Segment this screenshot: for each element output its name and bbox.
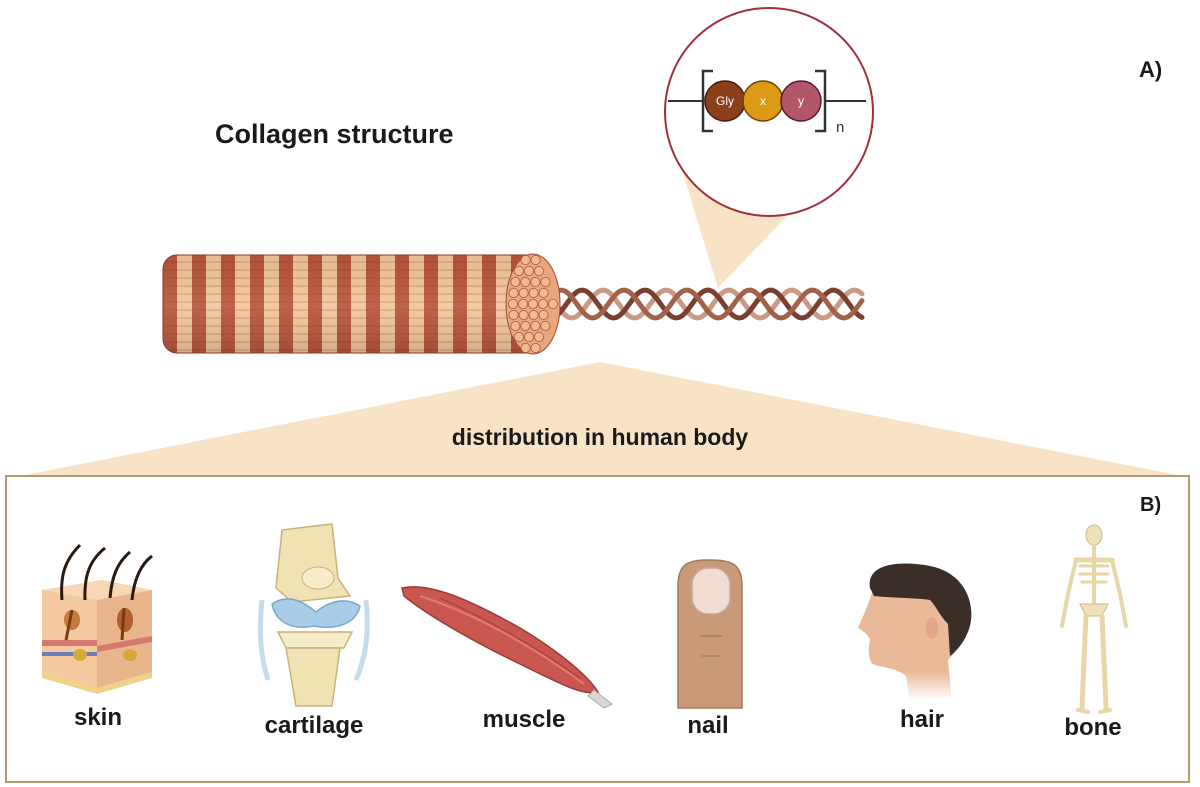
fibril-cross-section xyxy=(524,265,535,276)
fibril-cross-section xyxy=(508,287,519,298)
finger-nail-icon xyxy=(677,559,743,709)
fibril-cross-section xyxy=(508,309,519,320)
fibril-cross-section xyxy=(510,276,521,287)
fibril-cross-section xyxy=(540,276,551,287)
fibril-cross-section xyxy=(518,298,529,309)
residue-y-label: y xyxy=(798,94,804,108)
helix-strand xyxy=(553,287,865,321)
fibril-cross-section xyxy=(530,320,541,331)
fibril-cross-section xyxy=(507,298,518,309)
residue-x-label: x xyxy=(760,94,766,108)
fibril-cross-section xyxy=(538,287,549,298)
skin-icon xyxy=(42,543,153,694)
fibril-cross-section xyxy=(518,309,529,320)
fibril-cross-section xyxy=(528,287,539,298)
fibril-cross-section xyxy=(520,320,531,331)
fibril-cross-section xyxy=(538,298,549,309)
tissue-label-hair: hair xyxy=(899,706,944,733)
triple-helix xyxy=(553,287,865,321)
fibril-cross-section xyxy=(530,342,541,353)
panel-a-label: A) xyxy=(1139,57,1163,82)
diagram-title: Collagen structure xyxy=(215,119,454,149)
residue-y xyxy=(780,80,822,122)
fibril-cross-section xyxy=(548,298,559,309)
knee-joint-icon xyxy=(257,523,370,707)
fibril-cross-section xyxy=(540,320,551,331)
fibril-cross-section xyxy=(514,331,525,342)
tissue-label-bone: bone xyxy=(1064,714,1122,741)
fibril-cross-section xyxy=(530,254,541,265)
fibril-cross-section xyxy=(528,309,539,320)
fibril-cross-section xyxy=(534,265,545,276)
tissue-label-skin: skin xyxy=(73,704,123,731)
helix-strand xyxy=(553,287,865,321)
skeleton-icon xyxy=(1060,524,1128,714)
fibril-cross-section xyxy=(524,331,535,342)
tissue-panel-box xyxy=(5,475,1190,783)
fibril-cross-section xyxy=(518,287,529,298)
residue-gly-label: Gly xyxy=(716,94,734,108)
fibril-cross-section xyxy=(530,276,541,287)
repeat-subscript: n xyxy=(836,119,845,136)
fibril-cross-section xyxy=(534,331,545,342)
fibril-cross-section xyxy=(520,254,531,265)
fibril-cross-section xyxy=(520,342,531,353)
fibril-cross-section xyxy=(510,320,521,331)
panel-b-label: B) xyxy=(1140,494,1162,516)
tissue-label-cartilage: cartilage xyxy=(264,712,364,739)
collagen-fiber xyxy=(162,253,561,355)
fibril-cross-section xyxy=(514,265,525,276)
fibril-cross-section xyxy=(528,298,539,309)
head-hair-icon xyxy=(858,563,972,700)
tissue-label-muscle: muscle xyxy=(482,706,566,733)
muscle-icon xyxy=(401,586,613,709)
fibril-cross-section xyxy=(520,276,531,287)
tissue-label-nail: nail xyxy=(687,712,729,739)
fibril-cross-section xyxy=(538,309,549,320)
distribution-fan xyxy=(20,362,1182,476)
distribution-label: distribution in human body xyxy=(451,424,749,450)
repeat-unit-callout xyxy=(664,7,874,217)
